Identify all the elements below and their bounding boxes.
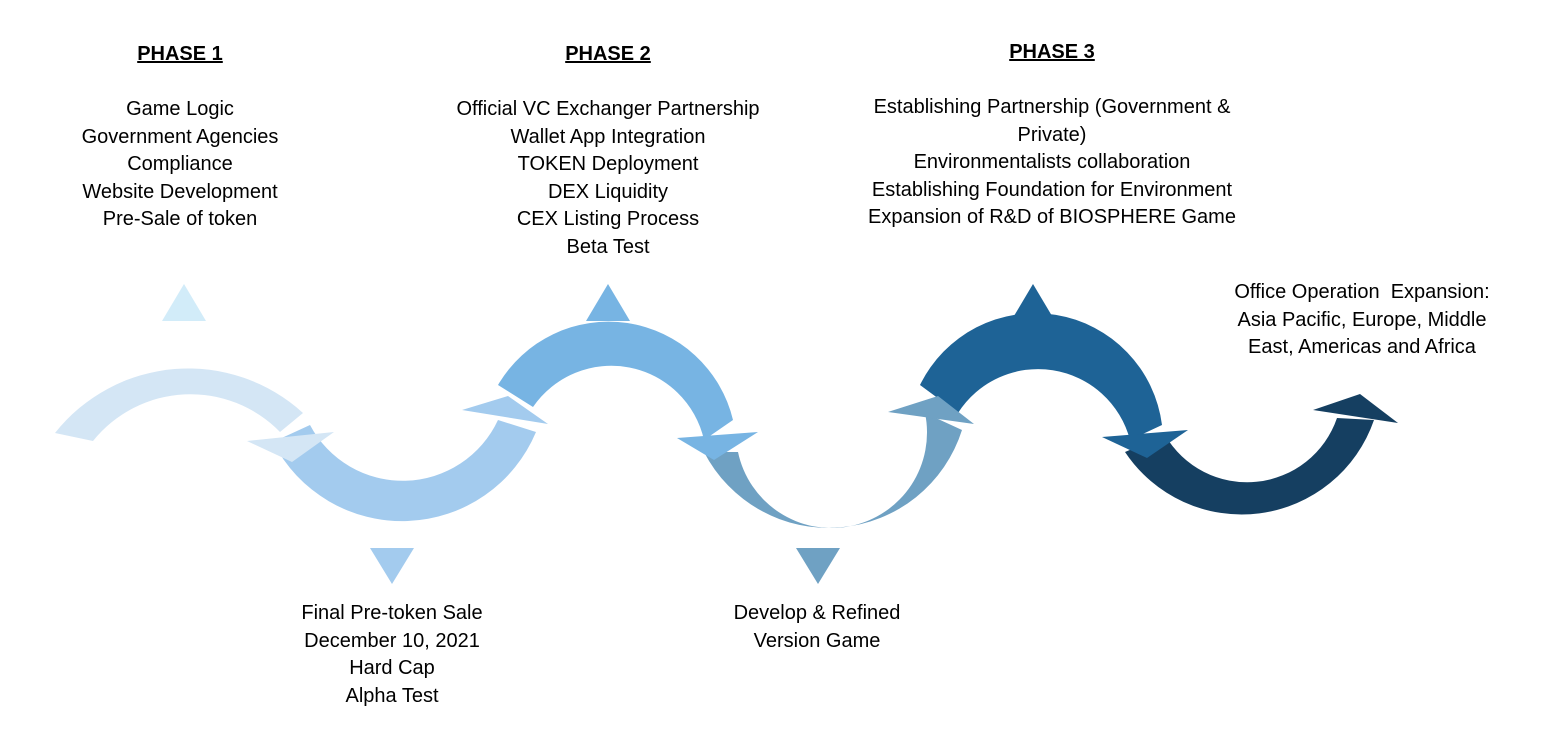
phase-1-item: Website Development [82,180,278,203]
milestone-1-items: Final Pre-token Sale December 10, 2021 H… [262,600,522,710]
phase-2-marker-up [586,284,630,321]
wave-arrowhead-5 [1102,430,1188,458]
phase-1-marker-up [162,284,206,321]
phase-2-item: DEX Liquidity [547,180,669,203]
phase-3-title: PHASE 3 [1009,41,1095,63]
phase-3-item: Establishing Foundation for Environment [871,178,1233,201]
phase-1-item: Government Agencies [81,125,279,148]
wave-arrowhead-2 [462,396,548,424]
wave-arc-6 [1125,418,1374,515]
future-expansion-regions: Asia Pacific, Europe, Middle East, Ameri… [1237,308,1487,359]
phase-3-items: Establishing Partnership (Government & P… [842,94,1262,232]
milestone-2-item: Develop & Refined [733,602,901,624]
milestone-1-item: Final Pre-token Sale [301,602,483,624]
future-expansion-items: Office Operation Expansion: Asia Pacific… [1212,279,1512,362]
phase-2-item: CEX Listing Process [516,208,700,230]
milestone-1-item: Hard Cap [349,657,435,679]
phase-1-item: Game Logic [126,98,234,120]
phase-1-items: Game Logic Government Agencies Complianc… [40,96,320,234]
phase-3-item: Environmentalists collaboration [913,151,1191,173]
milestone-1-marker-down [370,548,414,584]
milestone-1-item: December 10, 2021 [304,629,480,652]
wave-arrowhead-6 [1313,394,1398,423]
wave-arrowhead-4 [888,396,974,424]
phase-1-item: Pre-Sale of token [102,208,258,230]
wave-arc-3 [498,321,733,440]
phase-1-title: PHASE 1 [137,43,223,65]
milestone-2-marker-down [796,548,840,584]
wave-arc-5 [920,313,1162,440]
milestone-2-item: Version Game [753,629,881,652]
phase-3-marker-up [1011,284,1055,321]
wave-arc-1 [55,368,303,441]
phase-2-item: TOKEN Deployment [517,153,699,175]
future-expansion-heading: Office Operation Expansion: [1234,281,1490,303]
phase-2-item: Beta Test [566,235,650,258]
wave-arrowhead-1 [247,432,334,462]
milestone-1-item: Alpha Test [345,684,439,707]
phase-3-item: Expansion of R&D of BIOSPHERE Game [868,206,1236,228]
phase-2-item: Official VC Exchanger Partnership [456,98,760,120]
wave-arc-4 [704,413,962,529]
phase-2-item: Wallet App Integration [510,125,706,148]
phase-3-item: Establishing Partnership (Government & P… [873,96,1231,146]
phase-2-items: Official VC Exchanger Partnership Wallet… [428,96,788,261]
wave-arrowhead-3 [677,432,758,460]
milestone-2-items: Develop & Refined Version Game [697,600,937,655]
phase-2-title: PHASE 2 [565,43,651,65]
wave-arc-2 [273,420,536,522]
phase-1-item: Compliance [127,153,233,175]
